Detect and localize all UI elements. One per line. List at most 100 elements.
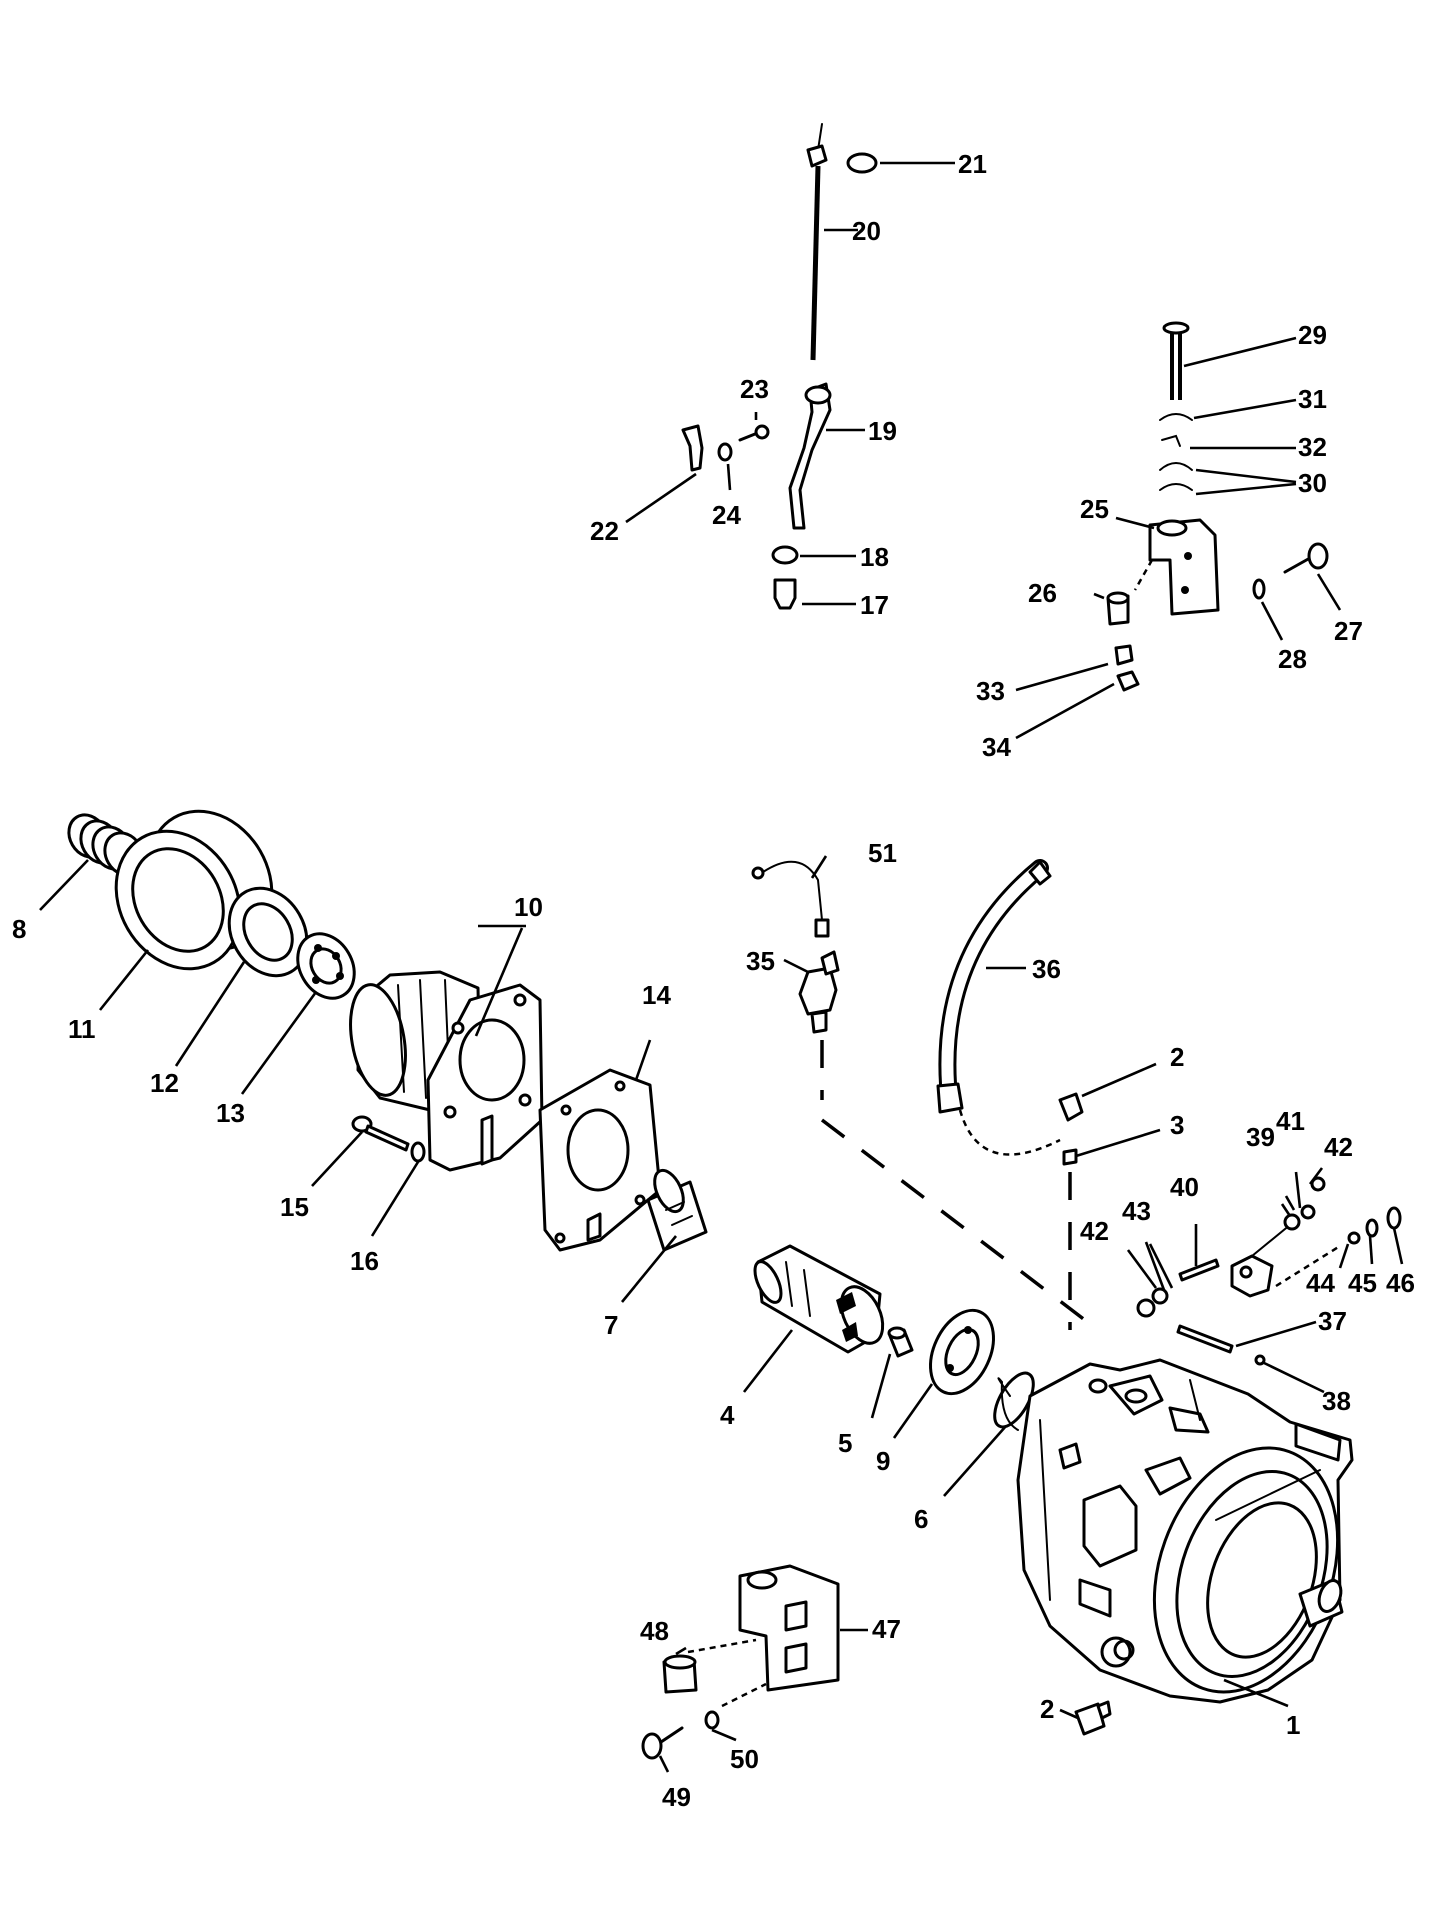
- callout-35: 35: [746, 946, 775, 976]
- callout-34: 34: [982, 732, 1011, 762]
- roller-bearing: [296, 932, 356, 1000]
- bracket-bolt: [1307, 542, 1329, 570]
- callout-19: 19: [868, 416, 897, 446]
- callout-11: 11: [68, 1014, 96, 1044]
- callout-44: 44: [1306, 1268, 1335, 1298]
- callout-25: 25: [1080, 494, 1109, 524]
- callout-15: 15: [280, 1192, 309, 1222]
- seal-washer: [227, 886, 309, 978]
- callout-46: 46: [1386, 1268, 1415, 1298]
- callout-47: 47: [872, 1614, 901, 1644]
- callout-50: 50: [730, 1744, 759, 1774]
- callout-22: 22: [590, 516, 619, 546]
- callout-42-right: 42: [1324, 1132, 1353, 1162]
- callout-17: 17: [860, 590, 889, 620]
- shift-bracket-group: [1106, 321, 1329, 692]
- callout-32: 32: [1298, 432, 1327, 462]
- callout-16: 16: [350, 1246, 379, 1276]
- lever-spacer: [1347, 1231, 1361, 1245]
- callout-21: 21: [958, 149, 987, 179]
- stud-nut: [1136, 1298, 1156, 1318]
- shift-lever-group: [1136, 1176, 1402, 1366]
- cooler-hose: [936, 859, 1061, 1156]
- mount-bracket-group: [641, 1564, 840, 1760]
- callout-8: 8: [12, 914, 26, 944]
- callout-41: 41: [1276, 1106, 1305, 1136]
- bracket-clip: [1114, 644, 1134, 666]
- callout-37: 37: [1318, 1306, 1347, 1336]
- dipstick-tube: [788, 382, 832, 530]
- callout-7: 7: [604, 1310, 618, 1340]
- callout-45: 45: [1348, 1268, 1377, 1298]
- hose-fitting: [1058, 1092, 1084, 1122]
- housing-bolt: [351, 1115, 410, 1152]
- tube-clamp: [681, 424, 704, 472]
- callout-31: 31: [1298, 384, 1327, 414]
- callout-39: 39: [1246, 1122, 1275, 1152]
- callout-26: 26: [1028, 578, 1057, 608]
- callout-2-lower: 2: [1040, 1694, 1054, 1724]
- callout-24: 24: [712, 500, 741, 530]
- callout-10: 10: [514, 892, 543, 922]
- callout-labels: 21 20 19 23 22 24 18 17 29 31 32 30 25 2…: [12, 149, 1415, 1812]
- lever-stud: [1178, 1258, 1220, 1282]
- callout-4: 4: [720, 1400, 735, 1430]
- bracket-washer: [1252, 578, 1266, 600]
- callout-12: 12: [150, 1068, 179, 1098]
- callout-5: 5: [838, 1428, 852, 1458]
- clamp-washer: [717, 442, 733, 462]
- callout-18: 18: [860, 542, 889, 572]
- callout-30: 30: [1298, 468, 1327, 498]
- shift-lever: [1230, 1254, 1274, 1298]
- callout-42-left: 42: [1080, 1216, 1109, 1246]
- mount-bolt: [641, 1732, 663, 1760]
- dipstick-o-ring: [846, 152, 878, 174]
- shift-bracket: [1148, 518, 1220, 616]
- snap-ring: [997, 1377, 1019, 1431]
- callout-6: 6: [914, 1504, 928, 1534]
- callout-13: 13: [216, 1098, 245, 1128]
- callout-40: 40: [1170, 1172, 1199, 1202]
- needle-bearing: [646, 1168, 708, 1252]
- callout-9: 9: [876, 1446, 890, 1476]
- lever-clip: [1386, 1206, 1402, 1230]
- hose-clamp: [1062, 1148, 1078, 1166]
- callout-20: 20: [852, 216, 881, 246]
- tube-fitting: [773, 578, 797, 610]
- clamp-screw: [754, 424, 770, 440]
- transmission-case: [1016, 1358, 1354, 1704]
- lever-washer: [1310, 1176, 1326, 1192]
- callout-28: 28: [1278, 644, 1307, 674]
- lever-nut: [1300, 1204, 1316, 1220]
- callout-23: 23: [740, 374, 769, 404]
- callout-48: 48: [640, 1616, 669, 1646]
- adapter-housing: [349, 970, 544, 1172]
- callout-51: 51: [868, 838, 897, 868]
- shift-stud: [1162, 321, 1190, 335]
- tube-o-ring: [771, 545, 799, 565]
- shift-pin: [1176, 1324, 1234, 1354]
- callout-43: 43: [1122, 1196, 1151, 1226]
- shaft-guide-line: [820, 1118, 1100, 1332]
- mount-washer: [704, 1710, 720, 1730]
- input-shaft-group: [751, 860, 1100, 1431]
- hose-fittings: [1058, 1092, 1084, 1330]
- input-components-group: [67, 809, 708, 1252]
- callout-3: 3: [1170, 1110, 1184, 1140]
- callout-49: 49: [662, 1782, 691, 1812]
- dipstick-group: [681, 123, 878, 610]
- drain-plug: [1074, 1700, 1112, 1736]
- shaft-bushing: [887, 1326, 914, 1358]
- callout-1: 1: [1286, 1710, 1300, 1740]
- temperature-sender: [798, 950, 840, 1034]
- input-shaft: [753, 1244, 885, 1354]
- callout-27: 27: [1334, 616, 1363, 646]
- callout-33: 33: [976, 676, 1005, 706]
- leader-lines: [39, 161, 1404, 1773]
- lever-cotter: [1365, 1218, 1379, 1238]
- housing-washer: [410, 1141, 426, 1163]
- callout-38: 38: [1322, 1386, 1351, 1416]
- callout-36: 36: [1032, 954, 1061, 984]
